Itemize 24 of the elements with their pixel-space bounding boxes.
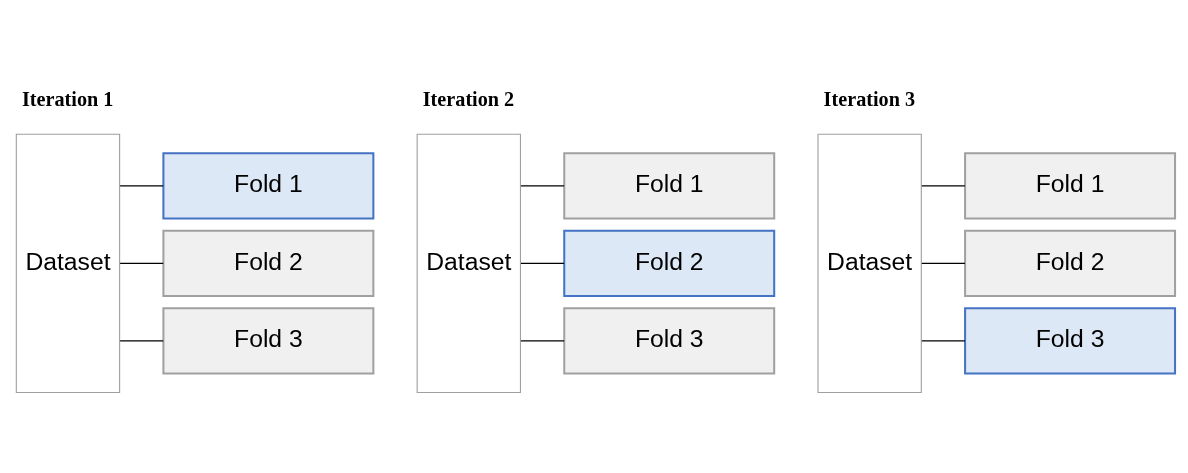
node-box: Dataset [817,133,922,393]
connector [119,262,164,264]
node-box: Fold 3 [563,306,776,374]
node-box: Fold 3 [964,306,1177,374]
node-box: Fold 1 [162,151,375,219]
node-box: Dataset [416,133,521,393]
connector [520,262,565,264]
node-box: Fold 2 [964,229,1177,297]
node-box: Fold 1 [563,151,776,219]
label: Iteration 2 [422,87,515,110]
connector [921,184,966,186]
connector [520,339,565,341]
connector [520,184,565,186]
connector [119,339,164,341]
connector [921,339,966,341]
connector [921,262,966,264]
label: Iteration 1 [21,87,114,110]
node-box: Fold 3 [162,306,375,374]
label: Iteration 3 [823,87,916,110]
connector [119,184,164,186]
node-box: Fold 1 [964,151,1177,219]
node-box: Fold 2 [162,229,375,297]
node-box: Fold 2 [563,229,776,297]
node-box: Dataset [15,133,121,393]
